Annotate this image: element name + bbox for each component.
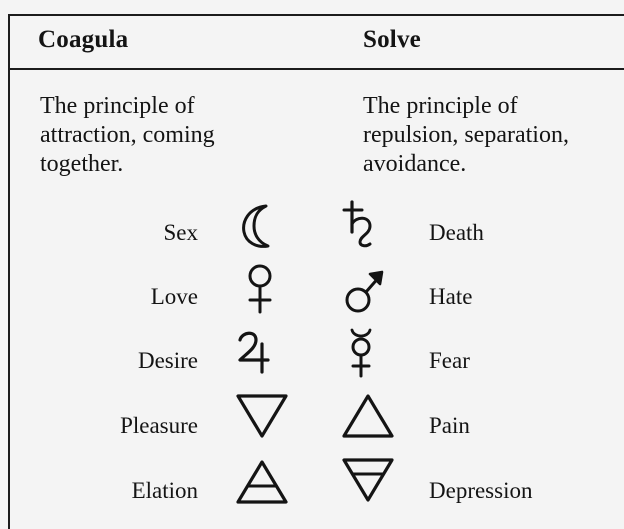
moon-icon: [242, 204, 270, 248]
label-pleasure: Pleasure: [120, 413, 198, 438]
label-death: Death: [429, 220, 484, 245]
label-pain: Pain: [429, 413, 470, 438]
label-sex: Sex: [163, 220, 199, 245]
solve-description: The principle of repulsion, separation, …: [363, 93, 569, 177]
label-elation: Elation: [131, 478, 198, 503]
jupiter-icon: [238, 331, 270, 374]
fire-triangle-icon: [342, 394, 394, 438]
header-divider: [8, 68, 624, 70]
earth-triangle-icon: [342, 458, 394, 502]
label-fear: Fear: [429, 348, 470, 373]
mars-icon: [345, 270, 384, 313]
symbol-table: [8, 14, 624, 529]
water-triangle-icon: [236, 394, 288, 438]
solve-header: Solve: [363, 26, 421, 53]
label-depression: Depression: [429, 478, 533, 503]
coagula-header: Coagula: [38, 26, 129, 53]
coagula-description: The principle of attraction, coming toge…: [40, 93, 215, 177]
label-love: Love: [150, 284, 198, 309]
label-hate: Hate: [429, 284, 473, 309]
mercury-icon: [350, 328, 372, 378]
label-desire: Desire: [137, 348, 198, 373]
venus-icon: [248, 264, 272, 314]
air-triangle-icon: [236, 460, 288, 504]
saturn-icon: [342, 200, 372, 248]
